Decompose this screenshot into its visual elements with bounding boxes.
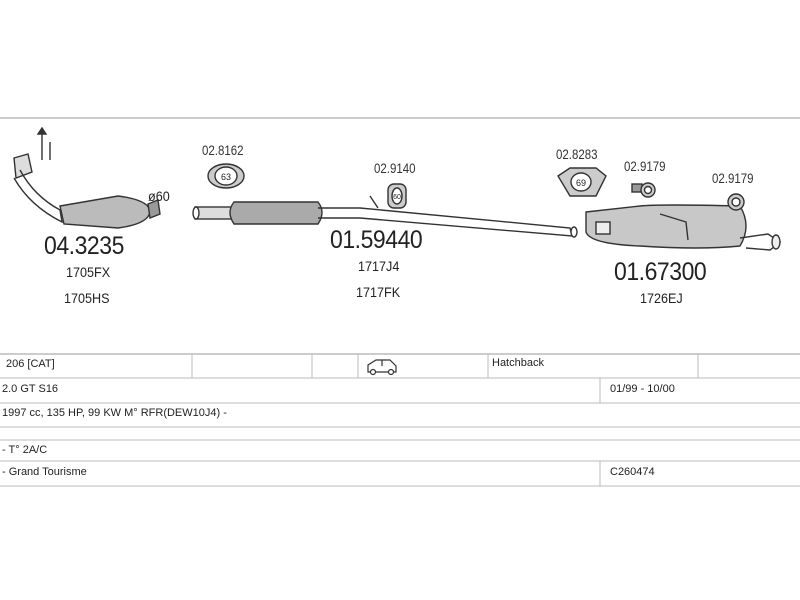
hanger-2-number: 02.9179 <box>624 158 666 174</box>
clamp-02-8162: 63 <box>207 163 245 189</box>
clamp-2-badge: 69 <box>576 178 586 188</box>
catalyst-diameter: ø60 <box>148 188 170 204</box>
car-icon <box>367 359 397 376</box>
vehicle-years: 01/99 - 10/00 <box>610 383 675 395</box>
rear-silencer <box>585 204 782 251</box>
middle-silencer <box>192 195 578 238</box>
hanger-1-number: 02.9140 <box>374 160 416 176</box>
vehicle-body-type: Hatchback <box>492 357 544 369</box>
hanger-02-9179-b <box>727 193 745 211</box>
vehicle-engine: 1997 cc, 135 HP, 99 KW M° RFR(DEW10J4) - <box>2 407 227 419</box>
hanger-02-9179-a <box>631 182 656 198</box>
hanger-1-badge: 60 <box>393 194 401 201</box>
rear-ref-1: 1726EJ <box>640 290 683 306</box>
middle-ref-1: 1717J4 <box>358 258 400 274</box>
vehicle-version: 2.0 GT S16 <box>2 383 59 395</box>
middle-part-number: 01.59440 <box>330 226 423 254</box>
clamp-1-number: 02.8162 <box>202 142 244 158</box>
catalyst-ref-1: 1705FX <box>66 264 111 280</box>
catalyst-ref-2: 1705HS <box>64 290 110 306</box>
clamp-2-number: 02.8283 <box>556 146 598 162</box>
hanger-02-9140: 60 <box>387 183 407 209</box>
rear-part-number: 01.67300 <box>614 258 707 286</box>
middle-ref-2: 1717FK <box>356 284 401 300</box>
vehicle-note-1: - T° 2A/C <box>2 444 48 456</box>
catalyst-front-pipe <box>13 126 161 229</box>
clamp-02-8283: 69 <box>557 167 607 197</box>
clamp-1-badge: 63 <box>221 172 231 182</box>
vehicle-code: C260474 <box>610 466 655 478</box>
vehicle-model: 206 [CAT] <box>6 358 55 370</box>
vehicle-table-grid <box>0 354 800 487</box>
hanger-3-number: 02.9179 <box>712 170 754 186</box>
catalyst-part-number: 04.3235 <box>44 232 124 260</box>
vehicle-note-2: - Grand Tourisme <box>2 466 87 478</box>
